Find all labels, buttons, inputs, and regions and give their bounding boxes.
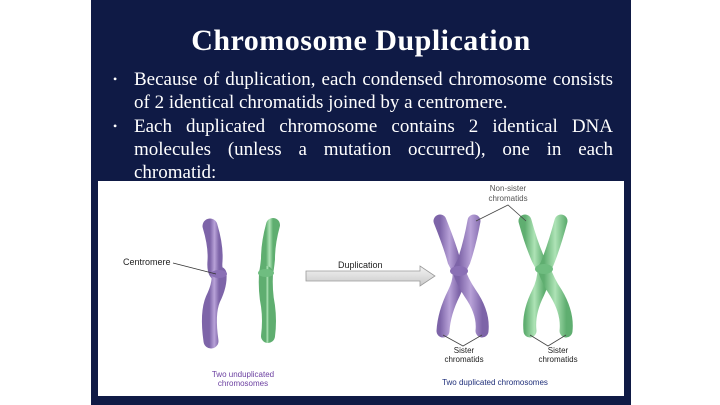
sister-left-bracket bbox=[442, 334, 483, 347]
sister-right-label-line2: chromatids bbox=[538, 355, 577, 364]
sister-right-bracket bbox=[529, 334, 567, 347]
duplicated-green-chromosome bbox=[518, 214, 573, 338]
nonsister-label-line1: Non-sister bbox=[490, 184, 527, 193]
bullet-dot: • bbox=[113, 72, 118, 86]
centromere-label: Centromere bbox=[123, 257, 171, 267]
unduplicated-purple-chromosome bbox=[201, 218, 227, 349]
chromosome-figure: Centromere Duplication Non-sister chroma… bbox=[98, 181, 624, 396]
bullet-text-2: Each duplicated chromosome contains 2 id… bbox=[134, 116, 613, 183]
bullet-text-1: Because of duplication, each condensed c… bbox=[134, 69, 613, 113]
slide-title: Chromosome Duplication bbox=[191, 24, 531, 57]
nonsister-bracket bbox=[475, 204, 527, 222]
chromosome-diagram: Centromere Duplication Non-sister chroma… bbox=[123, 184, 578, 388]
dup-caption: Two duplicated chromosomes bbox=[442, 378, 548, 387]
sister-right-label-line1: Sister bbox=[548, 346, 569, 355]
sister-left-label-line1: Sister bbox=[454, 346, 475, 355]
centromere-pointer bbox=[172, 262, 217, 275]
unduplicated-green-chromosome bbox=[258, 218, 280, 343]
duplication-arrow bbox=[305, 265, 436, 287]
duplication-label: Duplication bbox=[338, 260, 383, 270]
duplicated-purple-chromosome bbox=[433, 214, 489, 338]
bullet-dot: • bbox=[113, 119, 118, 133]
undup-caption-line1: Two unduplicated bbox=[212, 370, 274, 379]
undup-caption-line2: chromosomes bbox=[218, 379, 268, 388]
nonsister-label-line2: chromatids bbox=[488, 194, 527, 203]
sister-left-label-line2: chromatids bbox=[444, 355, 483, 364]
